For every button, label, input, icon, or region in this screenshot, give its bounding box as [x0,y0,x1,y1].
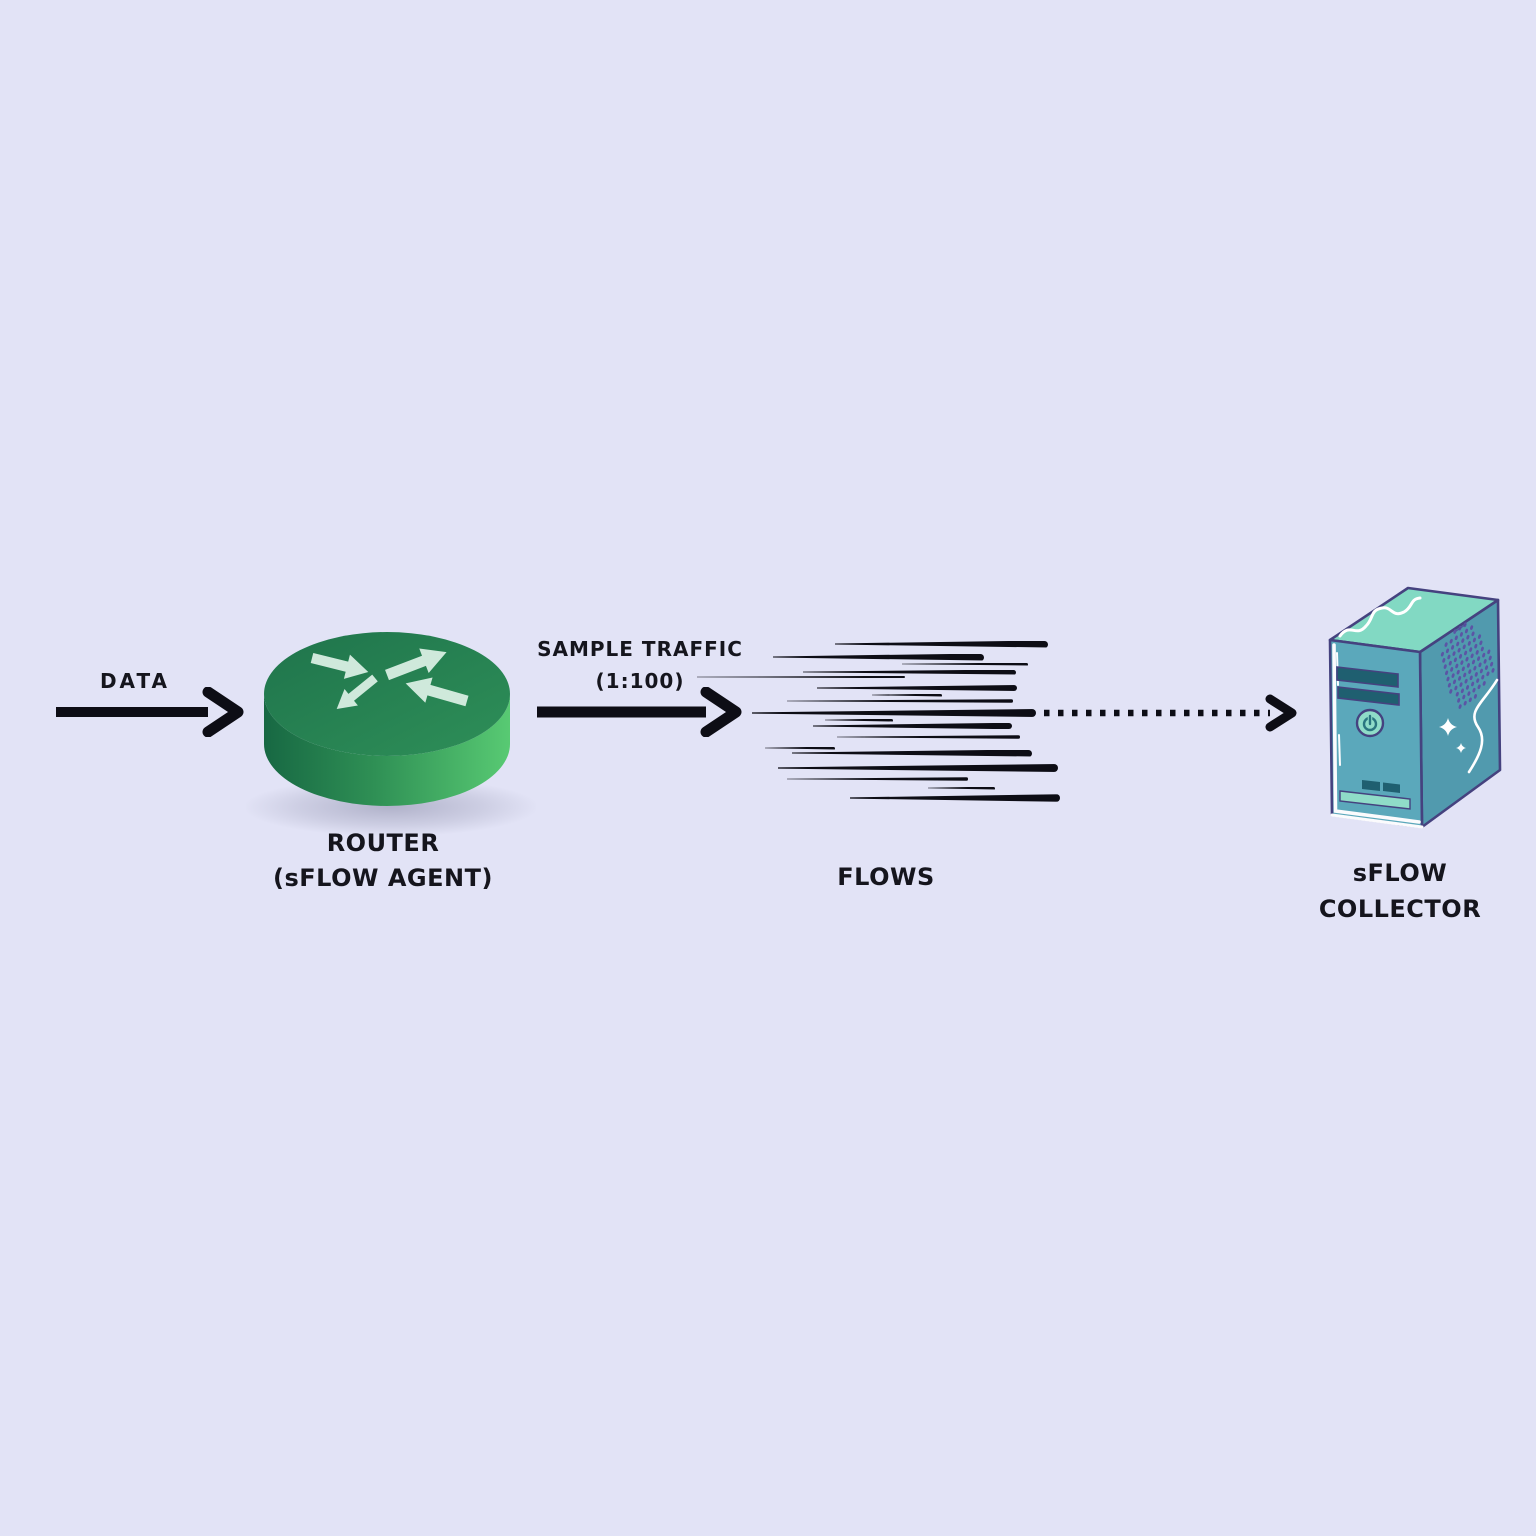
power-button-icon [1355,708,1385,738]
flow-line [778,764,1058,772]
server-side-squiggle [1467,678,1499,774]
data-arrow-icon [56,687,244,737]
collector-label-line2: COLLECTOR [1318,895,1482,923]
flow-line [835,640,1048,648]
server-lower-slots [1362,780,1400,793]
router-label-line2: (sFLOW AGENT) [273,864,493,892]
flow-line [928,786,995,790]
flow-line [902,662,1028,666]
flow-line [773,653,984,661]
server-drive-bays [1336,666,1400,706]
flow-line [765,746,835,750]
server-halftone-pattern [1440,616,1495,709]
flow-line [817,685,1017,691]
sample-traffic-arrow-icon [537,687,742,737]
flow-line [837,735,1020,739]
flow-line [825,718,893,722]
server-front-highlight [1332,643,1421,824]
flows-label: FLOWS [837,863,935,891]
flow-line [850,794,1060,802]
flow-line [752,709,1036,717]
flow-line [872,693,942,697]
data-label: DATA [99,669,171,693]
server-mint-bar [1339,790,1411,810]
collector-server-icon [1328,586,1502,829]
collector-label-line1: sFLOW [1352,859,1448,887]
sparkle-icon [1439,718,1466,753]
sample-traffic-label-line1: SAMPLE TRAFFIC [537,637,743,661]
flow-line [813,722,1012,730]
flow-line [792,749,1032,757]
dotted-arrow-icon [1044,694,1297,732]
flow-line [787,777,968,781]
router-icon [264,632,510,806]
flow-line [803,669,1016,675]
flow-line [787,699,1013,703]
sample-traffic-label-line2: (1:100) [595,669,685,693]
router-label-line1: ROUTER [326,829,440,857]
server-top-squiggle [1338,596,1422,638]
